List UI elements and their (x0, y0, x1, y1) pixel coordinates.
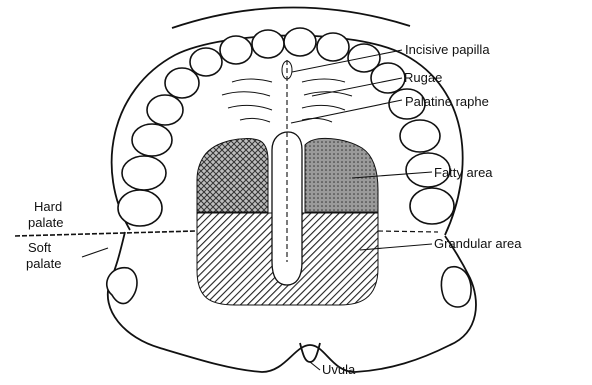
palatine-raphe-leader (291, 100, 402, 123)
label-palatine-raphe: Palatine raphe (405, 94, 489, 109)
label-rugae: Rugae (404, 70, 442, 85)
uvula-leader (310, 362, 320, 370)
label-soft-palate-line2: palate (26, 256, 61, 271)
hard-soft-boundary-line (15, 231, 195, 236)
label-hard-palate-line1: Hard (34, 199, 62, 214)
label-fatty-area: Fatty area (434, 165, 493, 180)
soft-palate-bump-right (441, 267, 471, 307)
soft-palate-bump-left (107, 268, 137, 304)
hard-soft-boundary-line-right (378, 231, 438, 232)
lip-arc (172, 7, 410, 28)
label-incisive-papilla: Incisive papilla (405, 42, 490, 57)
label-hard-palate-line2: palate (28, 215, 63, 230)
label-grandular-area: Grandular area (434, 236, 522, 251)
label-uvula: Uvula (322, 362, 356, 377)
fatty-area-right (305, 138, 378, 212)
fatty-area-left (197, 139, 268, 212)
label-soft-palate-line1: Soft (28, 240, 52, 255)
soft-palate-leader (82, 248, 108, 257)
